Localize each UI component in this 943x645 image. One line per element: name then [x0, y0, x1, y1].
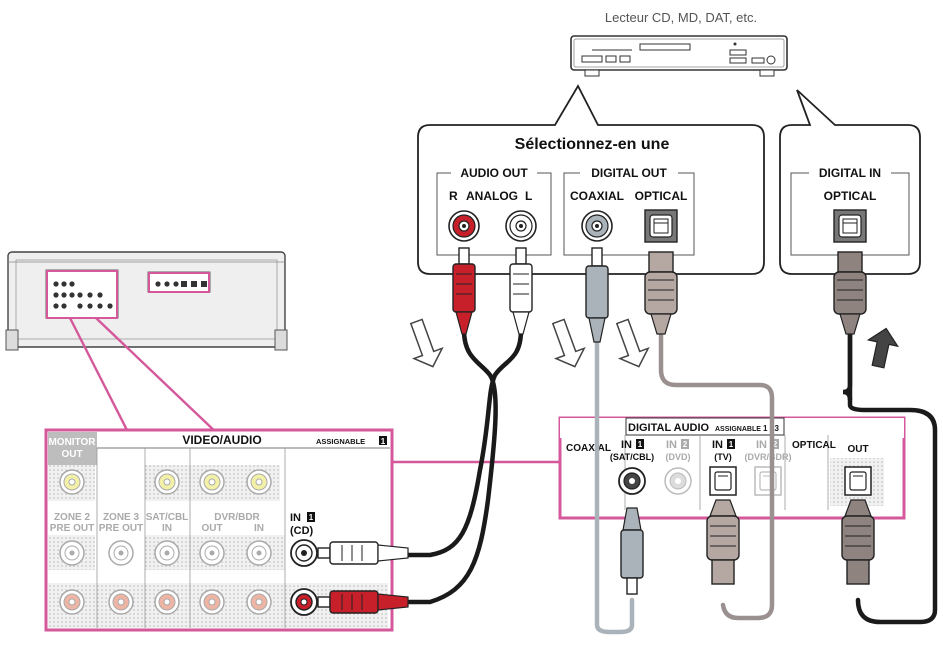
optical-jack: [644, 209, 678, 243]
analog-cable-white-wire: [405, 327, 524, 558]
av-assignable-label: ASSIGNABLE: [316, 437, 365, 446]
opt-in2-sub: (DVR/BDR): [745, 452, 792, 462]
arrow-down-coaxial-icon: [551, 318, 586, 368]
opt-in2-num: 2: [773, 440, 778, 449]
av-section-title: VIDEO/AUDIO: [182, 433, 261, 447]
in1-label: IN: [290, 512, 301, 524]
coax-in1-jack: [618, 467, 646, 495]
coax-in2-jack: [664, 467, 692, 495]
digital-coaxial-label: COAXIAL: [566, 443, 611, 454]
digital-in-label: DIGITAL IN: [819, 166, 881, 180]
rca-plug-red: [452, 247, 476, 335]
zone2-label-2: PRE OUT: [50, 523, 94, 534]
opt-out-jack: [844, 466, 872, 496]
optical-label: OPTICAL: [635, 189, 688, 203]
opt-in1-label: IN: [712, 439, 723, 451]
coax-in1-sub: (SAT/CBL): [610, 452, 654, 462]
in1-cd-label: (CD): [290, 525, 314, 537]
coaxial-jack: [581, 210, 613, 242]
selector-title: Sélectionnez-en une: [515, 136, 670, 153]
analog-cable-red-wire: [405, 327, 498, 605]
optical-in-plug-top: [833, 251, 867, 335]
opt-in1-sub: (TV): [714, 452, 732, 462]
cd-player-icon: [570, 35, 788, 77]
zone2-label-1: ZONE 2: [54, 512, 91, 523]
digital-audio-title: DIGITAL AUDIO: [628, 422, 710, 434]
coax-in1-num: 1: [638, 440, 643, 449]
digital-in-callout: [779, 89, 921, 275]
receiver-rear-illustration: [5, 251, 288, 351]
dvrbdr-out-label: OUT: [201, 523, 222, 534]
rca-plug-white: [509, 247, 533, 335]
coaxial-plug-top: [585, 247, 609, 343]
monitor-out-jack: [59, 469, 85, 495]
satcbl-label-2: IN: [162, 523, 172, 534]
coax-in2-num: 2: [683, 440, 688, 449]
in1-num: 1: [309, 513, 314, 522]
monitor-out-label-1: MONITOR: [48, 437, 96, 448]
arrow-up-optical-in-icon: [866, 327, 900, 369]
rca-plug-red-receiver: [317, 590, 409, 614]
coaxial-cable-wire: [594, 337, 635, 635]
zone3-label-1: ZONE 3: [103, 512, 140, 523]
rca-jack-white: [505, 210, 537, 242]
audio-l-label: L: [525, 189, 532, 203]
monitor-out-label-2: OUT: [61, 449, 82, 460]
arrow-down-analog-icon: [409, 318, 444, 368]
optical-plug-receiver: [706, 499, 740, 585]
digital-assignable-label: ASSIGNABLE: [715, 426, 761, 433]
in1-cd-red-jack: [290, 588, 318, 616]
arrow-down-optical-icon: [615, 318, 650, 368]
coax-in2-sub: (DVD): [666, 452, 691, 462]
digital-panel-jacks: [618, 466, 872, 496]
optical-out-cable-loop: [847, 327, 938, 625]
digital-in-optical-label: OPTICAL: [824, 189, 877, 203]
optical-cable-wire: [658, 327, 775, 621]
digital-optical-label: OPTICAL: [792, 440, 836, 451]
rca-plug-white-receiver: [317, 541, 409, 565]
coaxial-label: COAXIAL: [570, 189, 624, 203]
audio-r-label: R: [449, 189, 458, 203]
opt-out-label: OUT: [847, 444, 868, 455]
optical-out-plug-receiver: [841, 499, 875, 585]
dvr-out-video-jack: [199, 469, 225, 495]
satcbl-video-jack: [154, 469, 180, 495]
av-panel-jacks: [59, 469, 318, 616]
dvrbdr-in-label: IN: [254, 523, 264, 534]
audio-out-label: AUDIO OUT: [460, 166, 528, 180]
coax-in1-label: IN: [621, 439, 632, 451]
opt-in2-label: IN: [756, 439, 767, 451]
rca-jack-red: [448, 210, 480, 242]
coaxial-plug-receiver: [620, 507, 644, 595]
dvr-in-video-jack: [246, 469, 272, 495]
av-assignable-num: 1: [381, 437, 386, 446]
digital-out-label: DIGITAL OUT: [591, 166, 667, 180]
digital-in-optical-jack: [833, 209, 867, 243]
in1-cd-white-jack: [290, 539, 318, 567]
zoom-connector-av: [68, 317, 221, 437]
satcbl-label-1: SAT/CBL: [146, 512, 189, 523]
zone3-label-2: PRE OUT: [99, 523, 143, 534]
dvrbdr-label: DVR/BDR: [214, 512, 260, 523]
opt-in2-jack: [754, 466, 782, 496]
selector-callout: [417, 84, 765, 275]
source-device-caption: Lecteur CD, MD, DAT, etc.: [605, 10, 757, 25]
optical-plug-top: [644, 251, 678, 335]
opt-in1-jack: [709, 466, 737, 496]
opt-in1-num: 1: [729, 440, 734, 449]
coax-in2-label: IN: [666, 439, 677, 451]
audio-analog-label: ANALOG: [466, 189, 518, 203]
